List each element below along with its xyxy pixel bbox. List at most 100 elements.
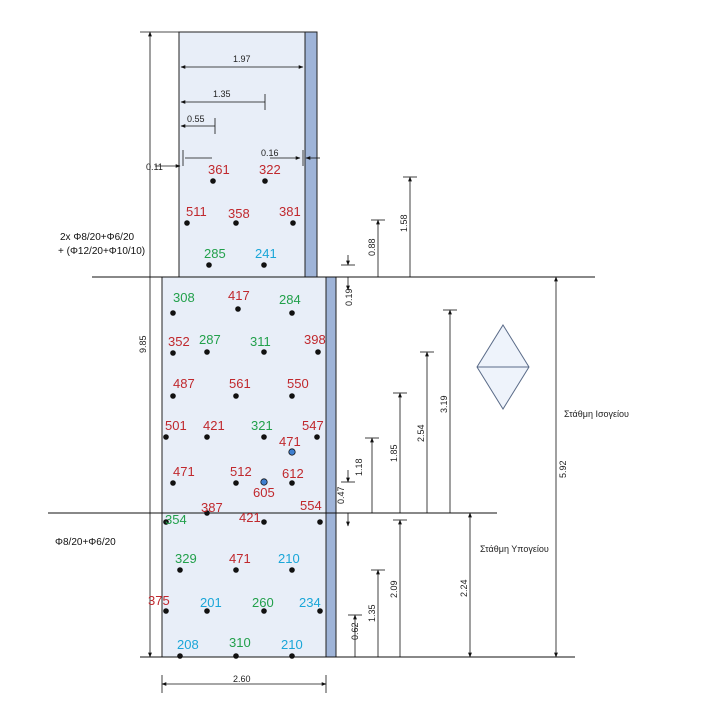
measurement-dot bbox=[233, 567, 239, 573]
measurement-dot bbox=[170, 393, 176, 399]
dim-0-11: 0.11 bbox=[146, 162, 163, 172]
measurement-dot bbox=[289, 393, 295, 399]
measurement-dot bbox=[289, 480, 295, 486]
measurement-dot bbox=[204, 608, 210, 614]
measurement-dot bbox=[315, 349, 321, 355]
measurement-dot bbox=[170, 350, 176, 356]
measurement-value: 561 bbox=[229, 376, 251, 391]
measurement-value: 210 bbox=[278, 551, 300, 566]
measurement-dot bbox=[317, 608, 323, 614]
measurement-dot bbox=[163, 434, 169, 440]
dim-1-97: 1.97 bbox=[233, 54, 251, 64]
upper-wall-edge bbox=[304, 31, 318, 278]
measurement-value: 501 bbox=[165, 418, 187, 433]
measurement-value: 381 bbox=[279, 204, 301, 219]
measurement-value: 308 bbox=[173, 290, 195, 305]
measurement-dot bbox=[233, 480, 239, 486]
measurement-dot bbox=[210, 178, 216, 184]
measurement-dot bbox=[290, 220, 296, 226]
level-symbol-icon bbox=[476, 324, 530, 410]
measurement-dot bbox=[170, 480, 176, 486]
measurement-value: 512 bbox=[230, 464, 252, 479]
measurement-value: 285 bbox=[204, 246, 226, 261]
measurement-value: 375 bbox=[148, 593, 170, 608]
measurement-value: 322 bbox=[259, 162, 281, 177]
dim-5-92: 5.92 bbox=[558, 460, 568, 478]
measurement-dot bbox=[204, 349, 210, 355]
measurement-value: 310 bbox=[229, 635, 251, 650]
measurement-value: 387 bbox=[201, 500, 223, 515]
measurement-value: 554 bbox=[300, 498, 322, 513]
measurement-value: 471 bbox=[279, 434, 301, 449]
measurement-value: 550 bbox=[287, 376, 309, 391]
measurement-dot bbox=[260, 478, 268, 486]
measurement-dot bbox=[289, 653, 295, 659]
measurement-value: 421 bbox=[239, 510, 261, 525]
measurement-value: 329 bbox=[175, 551, 197, 566]
measurement-value: 511 bbox=[186, 204, 207, 219]
measurement-dot bbox=[163, 608, 169, 614]
measurement-value: 241 bbox=[255, 246, 277, 261]
dim-3-19: 3.19 bbox=[439, 395, 449, 413]
measurement-value: 398 bbox=[304, 332, 326, 347]
dim-0-47: 0.47 bbox=[336, 486, 346, 504]
ground-floor-level-label: Στάθμη Ισογείου bbox=[564, 409, 629, 419]
measurement-value: 311 bbox=[250, 334, 271, 349]
measurement-dot bbox=[184, 220, 190, 226]
measurement-dot bbox=[317, 519, 323, 525]
dimension-lines bbox=[140, 31, 558, 693]
measurement-dot bbox=[233, 220, 239, 226]
lower-wall-edge bbox=[325, 276, 337, 658]
upper-wall bbox=[178, 31, 306, 278]
measurement-value: 321 bbox=[251, 418, 273, 433]
measurement-dot bbox=[261, 349, 267, 355]
measurement-dot bbox=[314, 434, 320, 440]
dim-1-18: 1.18 bbox=[354, 458, 364, 476]
measurement-dot bbox=[233, 393, 239, 399]
measurement-dot bbox=[261, 608, 267, 614]
measurement-value: 354 bbox=[165, 512, 187, 527]
measurement-value: 421 bbox=[203, 418, 225, 433]
measurement-value: 605 bbox=[253, 485, 275, 500]
measurement-value: 612 bbox=[282, 466, 304, 481]
measurement-dot bbox=[204, 434, 210, 440]
measurement-value: 210 bbox=[281, 637, 303, 652]
measurement-value: 417 bbox=[228, 288, 250, 303]
dim-1-85: 1.85 bbox=[389, 444, 399, 462]
upper-reinforcement-label: 2x Φ8/20+Φ6/20 bbox=[60, 232, 135, 243]
dim-0-62: 0.62 bbox=[350, 622, 360, 640]
measurement-value: 471 bbox=[173, 464, 195, 479]
measurement-dot bbox=[204, 510, 210, 516]
dim-0-19: 0.19 bbox=[344, 288, 354, 306]
measurement-value: 260 bbox=[252, 595, 274, 610]
measurement-dot bbox=[177, 653, 183, 659]
measurement-value: 487 bbox=[173, 376, 195, 391]
measurement-value: 201 bbox=[200, 595, 222, 610]
dim-0-88: 0.88 bbox=[367, 238, 377, 256]
basement-level-label: Στάθμη Υπογείου bbox=[480, 544, 549, 554]
measurement-dot bbox=[289, 310, 295, 316]
measurement-value: 287 bbox=[199, 332, 221, 347]
measurement-value: 284 bbox=[279, 292, 301, 307]
dim-0-55: 0.55 bbox=[187, 114, 205, 124]
measurement-value: 358 bbox=[228, 206, 250, 221]
measurement-value: 234 bbox=[299, 595, 321, 610]
measurement-value: 352 bbox=[168, 334, 190, 349]
measurement-dot bbox=[261, 434, 267, 440]
dim-2-24: 2.24 bbox=[459, 579, 469, 597]
dim-2-54: 2.54 bbox=[416, 424, 426, 442]
upper-reinforcement-label-2: + (Φ12/20+Φ10/10) bbox=[58, 246, 145, 257]
dim-1-35b: 1.35 bbox=[367, 604, 377, 622]
dim-2-09: 2.09 bbox=[389, 580, 399, 598]
measurement-dot bbox=[235, 306, 241, 312]
lower-wall bbox=[161, 276, 327, 658]
dim-9-85: 9.85 bbox=[138, 335, 148, 353]
measurement-dot bbox=[206, 262, 212, 268]
lower-reinforcement-label: Φ8/20+Φ6/20 bbox=[55, 537, 116, 548]
measurement-dot bbox=[177, 567, 183, 573]
measurement-dot bbox=[288, 448, 296, 456]
measurement-value: 208 bbox=[177, 637, 199, 652]
